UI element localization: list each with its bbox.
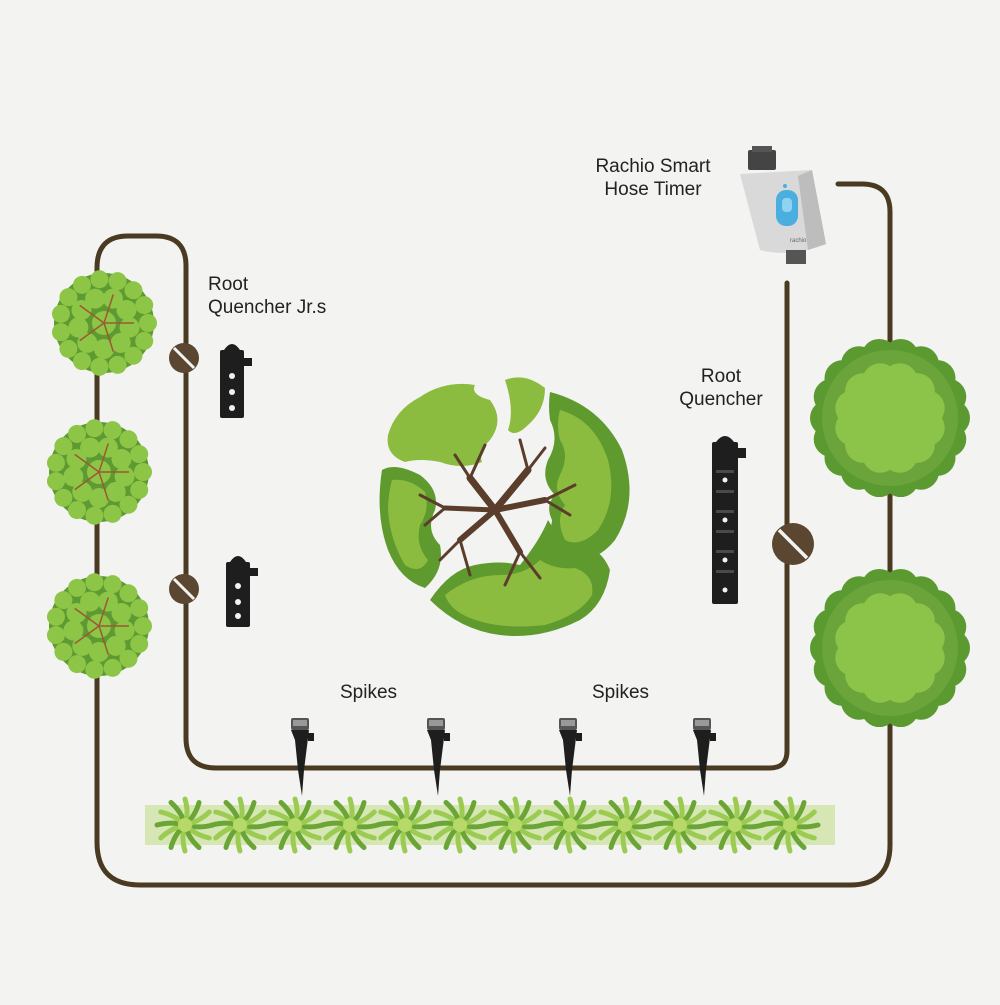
bed-plant-3: [264, 796, 326, 854]
hose-lines: [94, 181, 893, 888]
round-shrub-2: [46, 419, 152, 525]
outer-hose-loop: [94, 181, 893, 888]
valve-jr-bottom: [169, 574, 199, 604]
bush-1: [810, 338, 970, 498]
label-jr-line1: Root: [208, 274, 249, 295]
bed-plant-2: [209, 796, 271, 854]
label-hose-timer-line1: Rachio Smart: [595, 156, 711, 177]
left-shrubs: [46, 270, 157, 679]
bed-plant-10: [649, 796, 711, 854]
spike-2: [427, 718, 450, 796]
spike-1: [291, 718, 314, 796]
rachio-hose-timer: rachio: [740, 146, 826, 264]
label-spikes-left: Spikes: [340, 682, 398, 703]
tree-canopy-bottom-inner: [445, 560, 593, 627]
label-jr-line2: Quencher Jr.s: [208, 297, 327, 318]
round-shrub-1: [51, 270, 157, 376]
bed-plant-6: [429, 796, 491, 854]
tree-canopy-left-inner: [388, 479, 428, 569]
label-root-quencher: Root Quencher: [671, 365, 771, 411]
root-quencher: [712, 436, 746, 604]
label-rq-line1: Root: [700, 366, 742, 387]
spike-emitters: [291, 718, 716, 796]
label-rq-line2: Quencher: [679, 389, 763, 410]
bed-plants: [154, 796, 821, 854]
root-quencher-jr-top: [220, 344, 252, 418]
root-quencher-jr-bottom: [226, 556, 258, 627]
tree-branches: [418, 438, 577, 587]
tree-canopy-right-inner: [556, 410, 612, 543]
label-hose-timer-line2: Hose Timer: [604, 179, 702, 200]
spike-3: [559, 718, 582, 796]
bed-plant-9: [594, 796, 656, 854]
device-brand-text: rachio: [790, 238, 807, 244]
round-shrub-3: [46, 573, 152, 679]
valve-jr-top: [169, 343, 199, 373]
bed-plant-12: [759, 796, 821, 854]
bush-2: [810, 568, 970, 728]
tree-canopy-top: [387, 383, 498, 466]
bed-plant-5: [374, 796, 436, 854]
bed-plant-8: [539, 796, 601, 854]
right-bushes: [810, 338, 970, 728]
valve-root-quencher: [772, 523, 814, 565]
central-tree: [379, 377, 630, 636]
spike-4: [693, 718, 716, 796]
bed-plant-11: [704, 796, 766, 854]
label-hose-timer: Rachio Smart Hose Timer: [586, 155, 720, 201]
label-spikes-right: Spikes: [592, 682, 650, 703]
label-root-quencher-jrs: Root Quencher Jr.s: [208, 273, 326, 319]
tree-canopy-top-right: [505, 377, 545, 434]
